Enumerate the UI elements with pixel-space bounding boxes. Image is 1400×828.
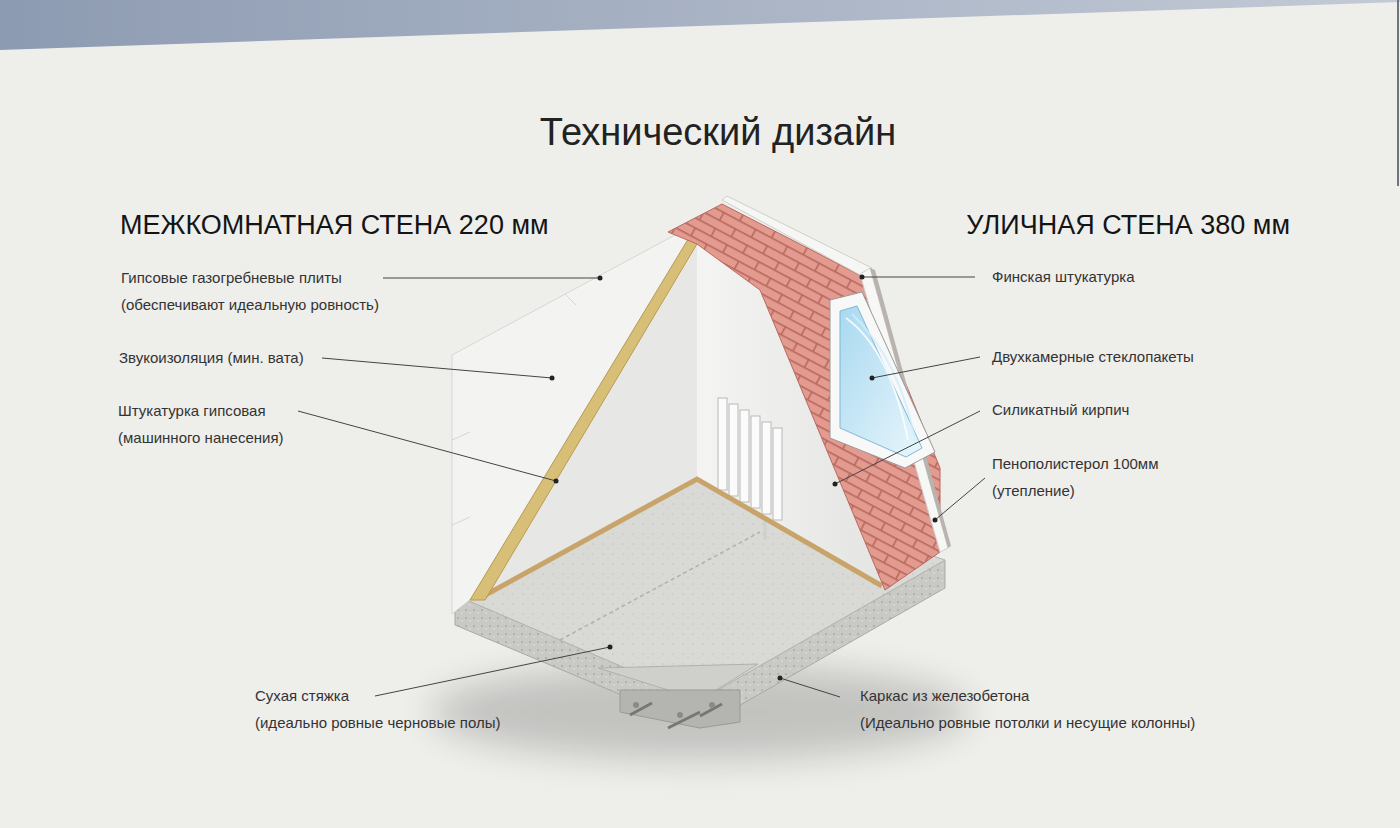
callout-label: Звукоизоляция (мин. вата) <box>119 344 304 371</box>
concrete-slab-part <box>560 532 760 640</box>
gypsum-wall-part <box>452 228 697 614</box>
section-heading: МЕЖКОМНАТНАЯ СТЕНА 220 мм <box>120 208 549 242</box>
callout-label: Силикатный кирпич <box>992 396 1129 423</box>
brick-wall-part <box>722 196 872 276</box>
leader-line-part <box>778 676 783 681</box>
leader-line <box>298 275 985 698</box>
gypsum-wall-part <box>565 294 576 305</box>
concrete-slab-part <box>668 712 700 728</box>
radiator-part <box>762 422 771 514</box>
concrete-slab-part <box>630 703 652 715</box>
window-part <box>840 306 922 457</box>
floor-shadow-part <box>430 664 970 760</box>
leader-line-part <box>375 647 610 696</box>
leader-line-part <box>862 277 975 278</box>
leader-line-part <box>780 678 840 697</box>
section-heading: УЛИЧНАЯ СТЕНА 380 мм <box>966 208 1290 242</box>
radiator-part <box>751 416 760 508</box>
concrete-slab-part <box>709 702 715 708</box>
leader-line-part <box>833 482 838 487</box>
radiator-part <box>740 410 749 502</box>
leader-line-part <box>608 645 613 650</box>
top-band-part <box>1397 0 1399 186</box>
callout-label: Сухая стяжка (идеально ровные черновые п… <box>255 682 500 736</box>
brick-wall-part <box>668 204 940 590</box>
leader-line-part <box>554 479 559 484</box>
concrete-slab-part <box>677 712 683 718</box>
leader-line-part <box>935 478 985 520</box>
leader-line-part <box>872 357 980 378</box>
leader-line-part <box>835 411 980 484</box>
leader-line-part <box>860 275 865 280</box>
floor-shadow <box>430 664 970 760</box>
top-band-part <box>0 0 1400 50</box>
gypsum-wall-part <box>452 432 470 440</box>
radiator-part <box>729 404 738 496</box>
concrete-slab-part <box>633 702 639 708</box>
callout-label: Двухкамерные стеклопакеты <box>992 343 1194 370</box>
callout-label: Пенополистерол 100мм (утепление) <box>992 450 1159 504</box>
leader-line-part <box>598 276 603 281</box>
gypsum-wall <box>452 228 697 614</box>
callout-label: Финская штукатурка <box>992 263 1135 290</box>
callout-label: Штукатурка гипсовая (машинного нанесения… <box>118 397 284 451</box>
callout-label: Каркас из железобетона (Идеально ровные … <box>860 682 1195 736</box>
radiator <box>718 398 782 540</box>
radiator-part <box>773 428 782 520</box>
window-part <box>852 314 916 444</box>
page-title: Технический дизайн <box>540 110 896 154</box>
brick-wall <box>668 196 951 590</box>
callout-label: Гипсовые газогребневые плиты (обеспечива… <box>121 264 379 318</box>
leader-line-part <box>933 518 938 523</box>
leader-line-part <box>298 411 556 481</box>
radiator-part <box>718 398 727 490</box>
concrete-slab-part <box>620 690 740 728</box>
gypsum-wall-part <box>452 517 470 525</box>
leader-line-part <box>550 376 555 381</box>
leader-line-part <box>870 376 875 381</box>
gypsum-wall-part <box>470 236 697 600</box>
window-part <box>846 318 908 440</box>
top-band <box>0 0 1400 186</box>
leader-line-part <box>383 278 600 279</box>
leader-line-part <box>322 358 552 378</box>
